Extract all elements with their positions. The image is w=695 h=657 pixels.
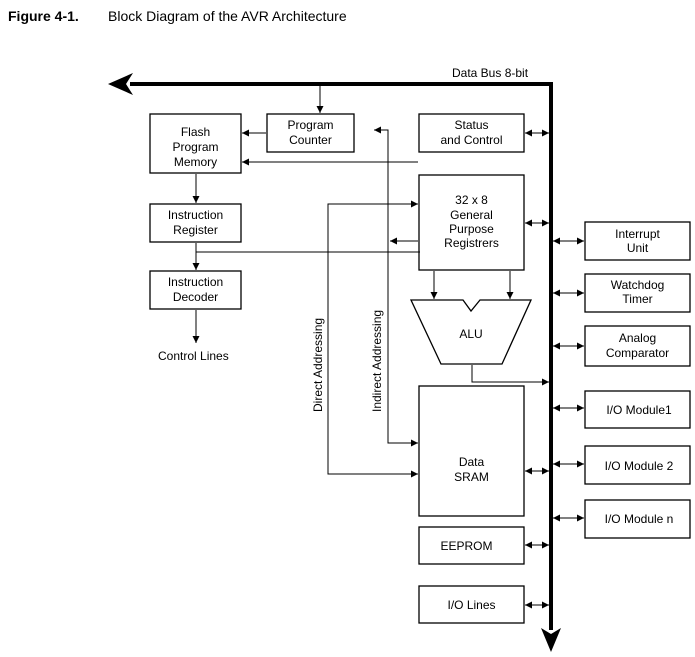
svg-text:Unit: Unit xyxy=(627,241,649,255)
svg-text:SRAM: SRAM xyxy=(454,470,489,484)
figure-title: Block Diagram of the AVR Architecture xyxy=(108,8,347,24)
svg-text:Memory: Memory xyxy=(174,155,217,169)
flash-program-memory-block: Flash Program Memory xyxy=(149,113,242,174)
svg-text:Purpose: Purpose xyxy=(449,222,494,236)
indirect-addressing-label: Indirect Addressing xyxy=(370,310,384,412)
svg-text:Counter: Counter xyxy=(289,133,332,147)
control-lines-label: Control Lines xyxy=(158,349,229,363)
svg-text:General: General xyxy=(450,208,493,222)
alu-block: ALU xyxy=(409,299,533,365)
svg-text:ALU: ALU xyxy=(459,327,482,341)
svg-text:EEPROM: EEPROM xyxy=(440,539,492,553)
data-sram-block: Data SRAM xyxy=(418,385,525,517)
svg-text:Analog: Analog xyxy=(619,331,656,345)
svg-text:I/O Module1: I/O Module1 xyxy=(606,403,672,417)
direct-addressing-label: Direct Addressing xyxy=(311,318,325,412)
interrupt-unit-block: Interrupt Unit xyxy=(584,221,691,261)
svg-text:Watchdog: Watchdog xyxy=(611,278,665,292)
svg-text:I/O Lines: I/O Lines xyxy=(447,598,495,612)
instruction-decoder-block: Instruction Decoder xyxy=(149,270,242,310)
svg-text:Interrupt: Interrupt xyxy=(615,227,660,241)
instruction-register-block: Instruction Register xyxy=(149,203,242,243)
status-and-control-block: Status and Control xyxy=(418,113,525,153)
connectors xyxy=(192,84,584,609)
io-lines-block: I/O Lines xyxy=(418,585,525,624)
svg-text:Register: Register xyxy=(173,223,218,237)
data-bus-label: Data Bus 8-bit xyxy=(452,66,529,80)
svg-text:Flash: Flash xyxy=(181,125,210,139)
svg-text:I/O Module n: I/O Module n xyxy=(605,512,674,526)
svg-text:Decoder: Decoder xyxy=(173,290,218,304)
eeprom-block: EEPROM xyxy=(418,526,525,565)
svg-text:Program: Program xyxy=(287,118,333,132)
io-module-2-block: I/O Module 2 xyxy=(584,445,691,485)
data-bus-left-arrowhead xyxy=(108,73,133,95)
svg-text:Instruction: Instruction xyxy=(168,275,223,289)
svg-text:Comparator: Comparator xyxy=(606,346,669,360)
svg-text:and Control: and Control xyxy=(440,133,502,147)
svg-text:Status: Status xyxy=(454,118,488,132)
figure-number: Figure 4-1. xyxy=(8,8,79,24)
watchdog-timer-block: Watchdog Timer xyxy=(584,273,691,313)
analog-comparator-block: Analog Comparator xyxy=(584,325,691,367)
svg-text:Program: Program xyxy=(172,140,218,154)
data-bus: Data Bus 8-bit xyxy=(108,66,561,652)
general-purpose-registers-block: 32 x 8 General Purpose Registrers xyxy=(418,174,525,271)
svg-text:I/O Module 2: I/O Module 2 xyxy=(605,459,674,473)
io-module-n-block: I/O Module n xyxy=(584,499,691,539)
svg-text:Instruction: Instruction xyxy=(168,208,223,222)
io-module-1-block: I/O Module1 xyxy=(584,390,691,429)
data-bus-bottom-arrowhead xyxy=(541,628,561,652)
svg-text:Registrers: Registrers xyxy=(444,236,499,250)
program-counter-block: Program Counter xyxy=(266,113,355,153)
svg-text:Data: Data xyxy=(459,455,485,469)
svg-text:32 x 8: 32 x 8 xyxy=(455,193,488,207)
svg-text:Timer: Timer xyxy=(622,292,652,306)
